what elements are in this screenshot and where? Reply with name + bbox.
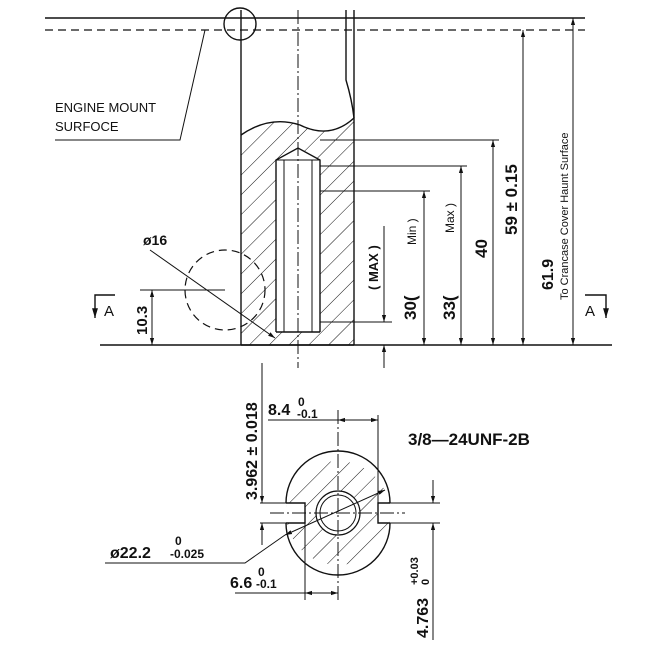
shaft-side-view — [240, 10, 355, 368]
dim-8-4: 8.4 — [268, 402, 290, 419]
dim-4763-lower: 0 — [420, 579, 432, 585]
dim-3962: 3.962 ± 0.018 — [244, 402, 261, 500]
dim-59: 59 ± 0.15 — [502, 164, 521, 235]
section-marker-left: A — [92, 294, 115, 320]
section-marker-right: A — [585, 294, 609, 320]
dim-6-6-upper: 0 — [258, 565, 265, 579]
dim-8-4-upper: 0 — [298, 395, 305, 409]
dia16-circle — [184, 249, 266, 331]
dim-4763: 4.763 — [415, 598, 432, 638]
engine-mount-surface-lines — [45, 17, 585, 31]
dia16-label: ø16 — [143, 232, 167, 248]
dim-6-6-lower: -0.1 — [256, 577, 277, 591]
dim-61-9: 61.9 — [540, 259, 557, 290]
shaft-section-view — [270, 410, 405, 600]
dim-30: 30( — [401, 295, 420, 320]
dim-4763-upper: +0.03 — [409, 557, 421, 585]
detail-circle — [223, 7, 257, 41]
dim-40: 40 — [472, 239, 491, 258]
dim-8-4-lower: -0.1 — [297, 407, 318, 421]
dim-10-3: 10.3 — [134, 306, 151, 335]
engine-mount-label-2: SURFOCE — [55, 119, 119, 134]
dim-33-max: Max ) — [443, 203, 457, 233]
dim-22-2-upper: 0 — [175, 534, 182, 548]
dim-6-6: 6.6 — [230, 575, 252, 592]
dim-30-min: Min ) — [405, 218, 419, 245]
engine-mount-label: ENGINE MOUNT — [55, 100, 156, 115]
engine-mount-leader — [55, 29, 206, 141]
max-note: ( MAX ) — [366, 245, 381, 290]
dim-22-2-lower: -0.025 — [170, 547, 204, 561]
thread-spec: 3/8—24UNF-2B — [408, 430, 530, 449]
section-label-right: A — [585, 303, 595, 320]
dim-22-2: ø22.2 — [110, 545, 151, 562]
crankcase-note: To Crancase Cover Haunt Surface — [559, 132, 571, 300]
dim-33: 33( — [440, 295, 459, 320]
section-label-left: A — [104, 303, 114, 320]
